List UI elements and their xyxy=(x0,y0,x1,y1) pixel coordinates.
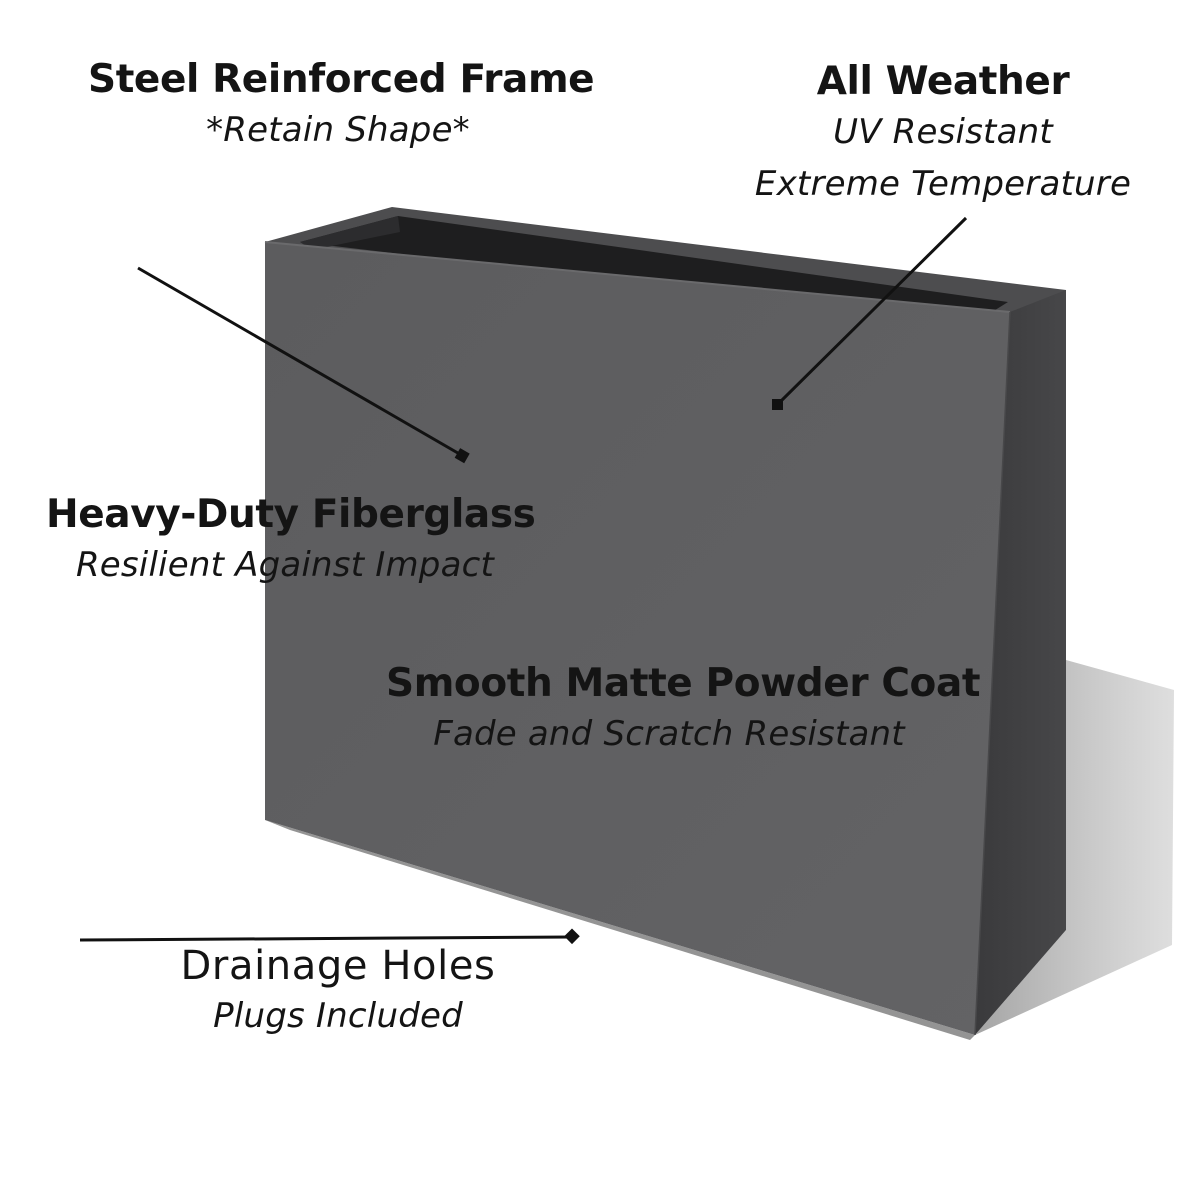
fiberglass-title: Heavy-Duty Fiberglass xyxy=(46,492,536,537)
callout-steel-frame: Steel Reinforced Frame *Retain Shape* xyxy=(88,56,595,156)
leader-drainage xyxy=(79,928,580,945)
planter-inner-wall xyxy=(300,216,400,250)
all-weather-line-temperature: Extreme Temperature xyxy=(754,164,1132,204)
planter-side-face xyxy=(975,290,1066,1035)
side-edge xyxy=(974,311,1011,1036)
steel-frame-subtitle: *Retain Shape* xyxy=(206,110,470,150)
drainage-title: Drainage Holes xyxy=(180,943,496,989)
steel-frame-title: Steel Reinforced Frame xyxy=(88,57,595,102)
leader-weather xyxy=(772,216,968,410)
callout-all-weather: All Weather UV Resistant Extreme Tempera… xyxy=(745,58,1141,210)
callout-fiberglass: Heavy-Duty Fiberglass Resilient Against … xyxy=(46,491,536,591)
callout-drainage: Drainage Holes Plugs Included xyxy=(160,942,516,1042)
fiberglass-subtitle: Resilient Against Impact xyxy=(75,545,495,585)
powder-coat-subtitle: Fade and Scratch Resistant xyxy=(433,714,905,754)
callout-powder-coat: Smooth Matte Powder Coat Fade and Scratc… xyxy=(386,660,981,760)
leader-fiberglass xyxy=(137,266,470,464)
drainage-subtitle: Plugs Included xyxy=(213,996,463,1036)
cast-shadow xyxy=(975,660,1174,1035)
rim-edge xyxy=(264,241,1011,313)
powder-coat-title: Smooth Matte Powder Coat xyxy=(386,661,981,706)
all-weather-line-uv: UV Resistant xyxy=(833,112,1053,152)
planter-front-face xyxy=(265,242,1010,1035)
all-weather-title: All Weather xyxy=(816,59,1070,104)
floor-shadow xyxy=(265,820,975,1040)
